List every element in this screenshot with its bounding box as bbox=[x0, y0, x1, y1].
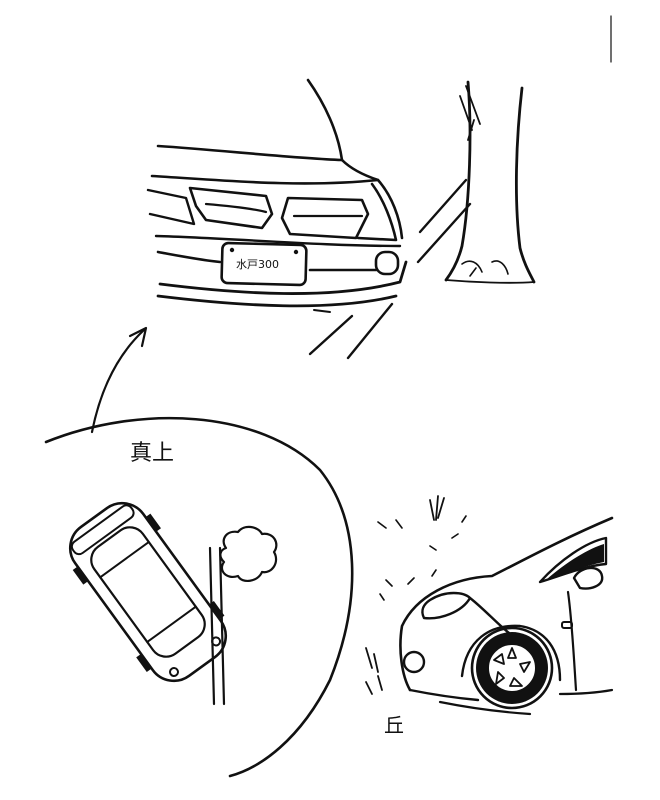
car-roof bbox=[90, 526, 206, 658]
wheel-rim bbox=[487, 643, 537, 693]
parking-line bbox=[346, 302, 394, 360]
trunk-base bbox=[445, 279, 535, 284]
window-lines bbox=[99, 541, 197, 643]
side-marker bbox=[561, 621, 573, 629]
roots bbox=[461, 260, 509, 277]
wheel bbox=[145, 513, 161, 532]
rear-pillar bbox=[306, 78, 344, 162]
wheel bbox=[136, 653, 152, 672]
top-view-circle: 真上 bbox=[44, 416, 354, 778]
rear-car-illustration: 水戸300 bbox=[146, 78, 408, 313]
rim-spokes bbox=[493, 647, 531, 687]
wheel bbox=[209, 601, 225, 620]
bumper-under bbox=[156, 294, 398, 308]
label-overhead: 真上 bbox=[130, 441, 174, 466]
fog-lamp bbox=[402, 650, 426, 674]
side-mirror bbox=[572, 566, 604, 590]
license-plate-text: 水戸300 bbox=[236, 258, 279, 271]
plate-bolt bbox=[229, 247, 235, 253]
tree-trunk bbox=[444, 80, 536, 284]
grass-mark bbox=[377, 515, 467, 551]
taillight-left-center bbox=[188, 186, 274, 230]
parking-line bbox=[416, 202, 472, 264]
trunk-left-edge bbox=[444, 80, 472, 282]
hill-scene: 丘 bbox=[365, 495, 614, 737]
overhead-view-arc bbox=[44, 416, 354, 778]
headlight bbox=[168, 667, 179, 678]
tire-outline bbox=[470, 626, 554, 710]
trunk-lower-line bbox=[154, 234, 402, 248]
trunk-line bbox=[150, 174, 380, 185]
door-line bbox=[566, 590, 578, 692]
bush bbox=[219, 525, 278, 582]
top-view-surroundings bbox=[208, 525, 278, 706]
license-plate bbox=[220, 241, 308, 287]
parking-line bbox=[308, 314, 354, 356]
wheel-arch bbox=[460, 624, 562, 682]
car-hood-outline bbox=[399, 516, 614, 692]
headlight-side bbox=[421, 591, 472, 620]
curb-line bbox=[218, 546, 226, 706]
arrow-curve bbox=[90, 328, 146, 434]
arrow-head bbox=[128, 326, 148, 348]
front-edge bbox=[70, 504, 135, 556]
right-taillight bbox=[356, 182, 398, 242]
plate-bolt bbox=[293, 249, 299, 255]
rear-reflector bbox=[374, 250, 400, 276]
taillight-right-center bbox=[280, 196, 370, 240]
parking-lines bbox=[308, 178, 472, 360]
windshield-shade bbox=[546, 544, 604, 580]
left-taillight bbox=[146, 188, 196, 226]
grass-tuft bbox=[429, 495, 445, 521]
arrow-to-top-view bbox=[90, 326, 148, 434]
ground-line bbox=[438, 700, 532, 716]
rear-window-bottom bbox=[156, 144, 344, 162]
sill-line bbox=[558, 688, 614, 696]
taillight-left-detail bbox=[204, 202, 268, 214]
label-hill: 丘 bbox=[384, 713, 404, 737]
windshield bbox=[538, 536, 608, 584]
bark-texture bbox=[459, 85, 481, 141]
curb-line bbox=[208, 546, 216, 706]
car-body-outline bbox=[68, 501, 228, 683]
grass-mark bbox=[379, 569, 437, 601]
bumper-bottom bbox=[158, 260, 408, 295]
parking-line bbox=[418, 178, 468, 234]
tailpipe bbox=[313, 309, 331, 313]
bumper-left-line bbox=[156, 250, 222, 264]
wheel bbox=[72, 566, 89, 585]
front-bumper-bottom bbox=[408, 688, 480, 702]
trunk-right-edge bbox=[514, 86, 536, 284]
grass-tuft bbox=[365, 647, 383, 695]
